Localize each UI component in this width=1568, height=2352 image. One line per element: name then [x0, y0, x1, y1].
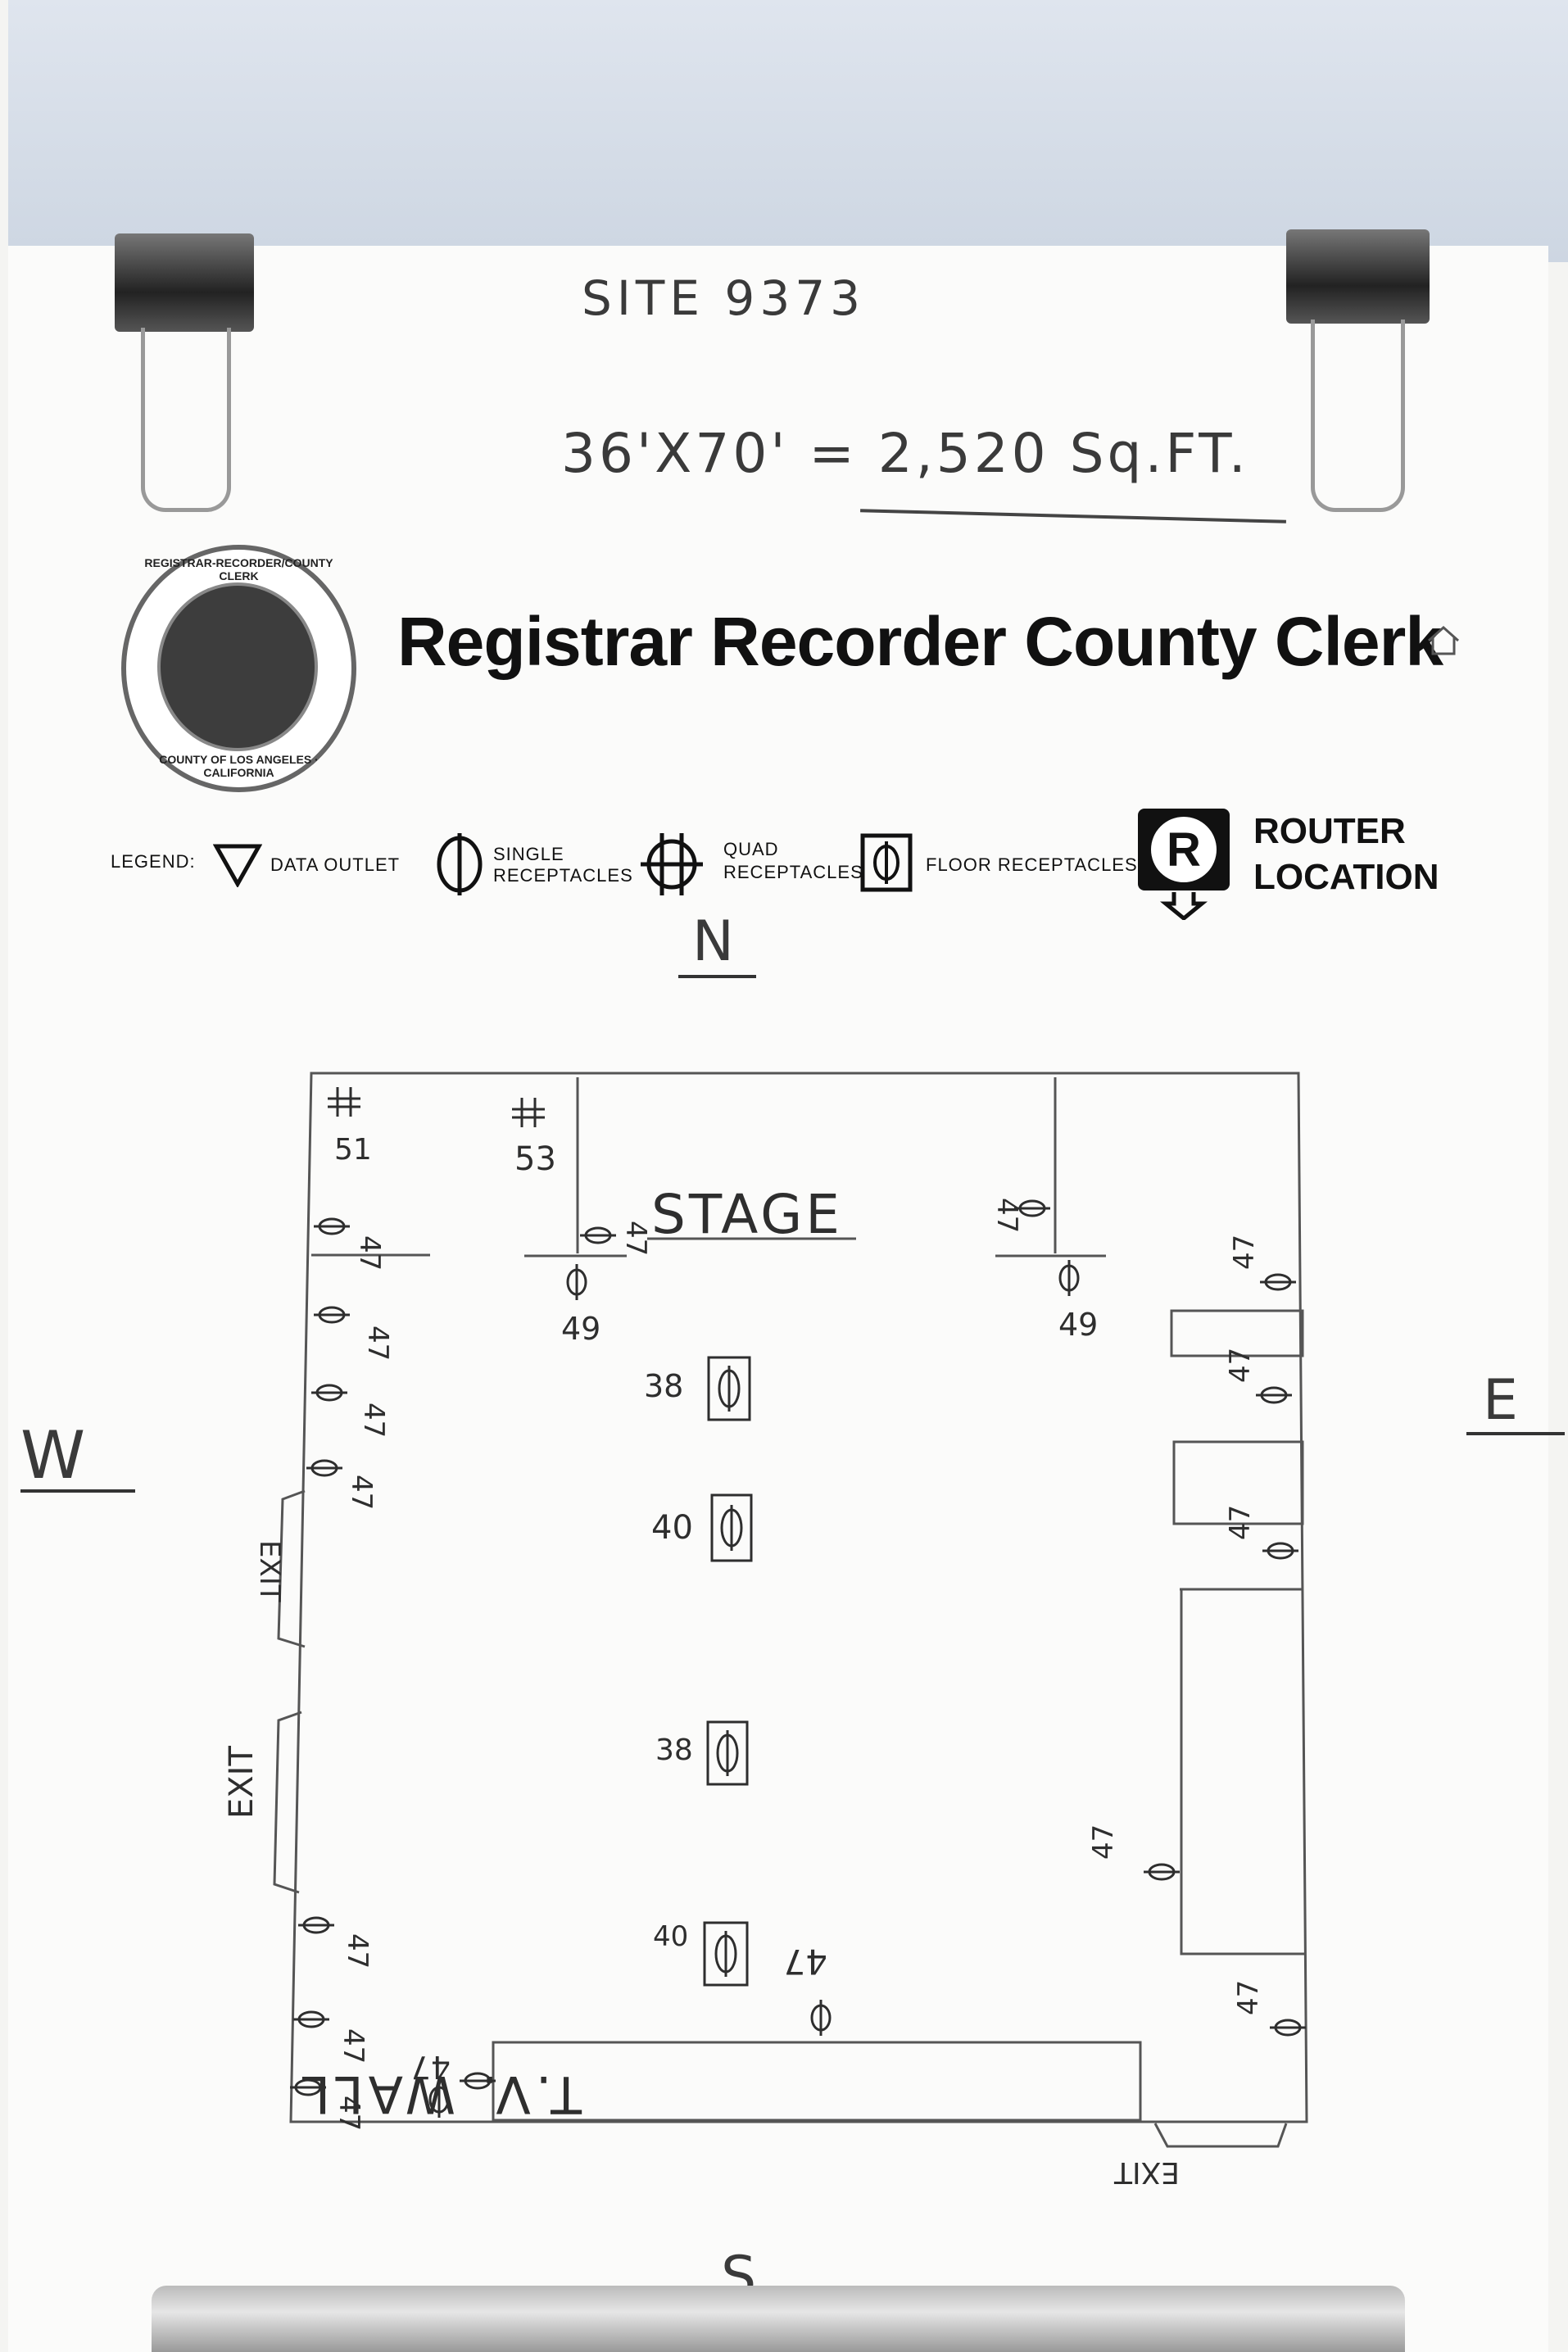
north-underline: [678, 975, 756, 978]
single-receptacle-west-2: [314, 1306, 350, 1324]
wall-mark-w7: 47: [333, 2096, 365, 2131]
floor-receptacle-4: [703, 1921, 749, 1987]
home-icon: [1428, 625, 1459, 655]
single-receptacle-east-2: [1256, 1386, 1292, 1404]
floor-receptacle-2: [710, 1493, 753, 1562]
legend: LEGEND: DATA OUTLET SINGLE RECEPTACLES Q…: [111, 799, 1439, 920]
binder-clip-left-wire: [141, 328, 231, 512]
floor-receptacle-2-label: 40: [651, 1509, 693, 1547]
legend-label: LEGEND:: [111, 851, 196, 872]
quad-receptacle-51: [328, 1087, 360, 1117]
binder-clip-left: [115, 233, 254, 332]
legend-single-receptacles: SINGLE RECEPTACLES: [493, 844, 633, 886]
quad-receptacle-icon: [641, 833, 703, 895]
tv-wall-left-label: 47: [411, 2049, 451, 2085]
floor-receptacle-icon: [860, 833, 913, 892]
stage-left-label: 49: [561, 1311, 600, 1347]
single-receptacle-sw: [460, 2072, 496, 2090]
west-exit-2-label: EXIT: [223, 1746, 261, 1819]
wall-mark-w4: 47: [345, 1475, 378, 1510]
floor-receptacle-3: [706, 1720, 749, 1786]
west-underline: [20, 1489, 135, 1493]
binder-clip-right: [1286, 229, 1430, 324]
single-receptacle-east-4: [1144, 1863, 1180, 1881]
legend-router-line2: LOCATION: [1253, 857, 1439, 897]
single-receptacle-east-5: [1270, 2019, 1306, 2037]
south-exit-label: EXIT: [1113, 2155, 1180, 2189]
compass-east: E: [1483, 1368, 1518, 1433]
wall-mark-w5: 47: [341, 1933, 374, 1969]
wall-mark-e5: 47: [1232, 1980, 1265, 2015]
wall-mark-w2: 47: [361, 1326, 394, 1361]
single-receptacle-west-4: [306, 1459, 342, 1477]
single-receptacle-stage-right: [1058, 1260, 1080, 1296]
single-receptacle-stage-right-wall: [1014, 1199, 1050, 1217]
tv-wall: [492, 2041, 1142, 2122]
east-alcove-2: [1172, 1440, 1304, 1525]
seal-bottom-text: COUNTY OF LOS ANGELES · CALIFORNIA: [159, 753, 319, 779]
single-receptacle-west-1: [314, 1217, 350, 1235]
legend-quad-receptacles: QUAD RECEPTACLES: [723, 839, 863, 882]
room-outline: [289, 1072, 1308, 2123]
single-receptacle-west-6: [293, 2010, 329, 2028]
single-receptacle-tv-wall-left: [428, 2082, 450, 2118]
site-number: SITE 9373: [582, 270, 866, 326]
west-exit-1: [277, 1489, 306, 1648]
east-alcove-3: [1180, 1588, 1304, 1955]
single-receptacle-stage-left-wall: [580, 1226, 616, 1244]
tv-wall-label: T.V. WALL: [297, 2064, 582, 2124]
wall-mark-stage-left: 47: [619, 1221, 652, 1256]
room-area: 36'X70' = 2,520 Sq.FT.: [561, 422, 1249, 485]
single-receptacle-west-3: [311, 1384, 347, 1402]
single-receptacle-icon: [437, 833, 483, 895]
wall-mark-w6: 47: [337, 2028, 369, 2064]
clipboard-board: [8, 0, 1568, 262]
data-outlet-icon: [213, 844, 262, 887]
single-receptacle-stage-left: [566, 1264, 587, 1300]
wall-mark-e1: 47: [1228, 1235, 1261, 1270]
router-location-icon: R: [1138, 809, 1230, 920]
single-receptacle-west-5: [298, 1916, 334, 1934]
binder-clip-right-wire: [1311, 319, 1405, 512]
east-alcove-1: [1170, 1309, 1304, 1357]
wall-mark-w1: 47: [353, 1235, 386, 1271]
west-exit-1-label: EXIT: [253, 1540, 286, 1602]
floor-receptacle-1-label: 38: [644, 1368, 683, 1404]
wall-mark-e4: 47: [1087, 1824, 1120, 1860]
county-seal-logo: REGISTRAR-RECORDER/COUNTY CLERK COUNTY O…: [121, 545, 356, 792]
east-underline: [1466, 1432, 1565, 1435]
wall-mark-w3: 47: [357, 1403, 390, 1438]
legend-floor-receptacles: FLOOR RECEPTACLES: [926, 854, 1138, 875]
wall-mark-e2: 47: [1224, 1348, 1257, 1383]
single-receptacle-east-1: [1260, 1273, 1296, 1291]
west-exit-2: [273, 1711, 302, 1894]
wall-mark-e3: 47: [1224, 1505, 1257, 1540]
compass-north: N: [692, 909, 734, 974]
stage-right-label: 49: [1058, 1307, 1098, 1343]
clipboard-bottom-bar: [152, 2286, 1405, 2352]
seal-top-text: REGISTRAR-RECORDER/COUNTY CLERK: [144, 556, 333, 582]
legend-router-line1: ROUTER: [1253, 811, 1406, 851]
floor-receptacle-3-label: 38: [655, 1733, 693, 1767]
quad-53-label: 53: [514, 1140, 556, 1178]
router-symbol: R: [1167, 823, 1201, 877]
single-receptacle-tv-wall: [810, 2000, 832, 2036]
tv-wall-center-label: 47: [784, 1942, 827, 1982]
quad-receptacle-53: [512, 1098, 545, 1127]
compass-west: W: [20, 1417, 86, 1493]
organization-title: Registrar Recorder County Clerk: [397, 603, 1443, 680]
floor-receptacle-4-label: 40: [653, 1920, 688, 1953]
south-exit: [1153, 2123, 1288, 2148]
single-receptacle-west-7: [290, 2078, 326, 2096]
wall-mark-stage-right: 47: [990, 1198, 1023, 1233]
quad-51-label: 51: [334, 1133, 372, 1167]
seal-emblem: [157, 582, 318, 751]
legend-data-outlet: DATA OUTLET: [270, 854, 401, 875]
stage-label: STAGE: [651, 1183, 843, 1246]
floor-receptacle-1: [707, 1356, 751, 1421]
single-receptacle-east-3: [1262, 1542, 1298, 1560]
